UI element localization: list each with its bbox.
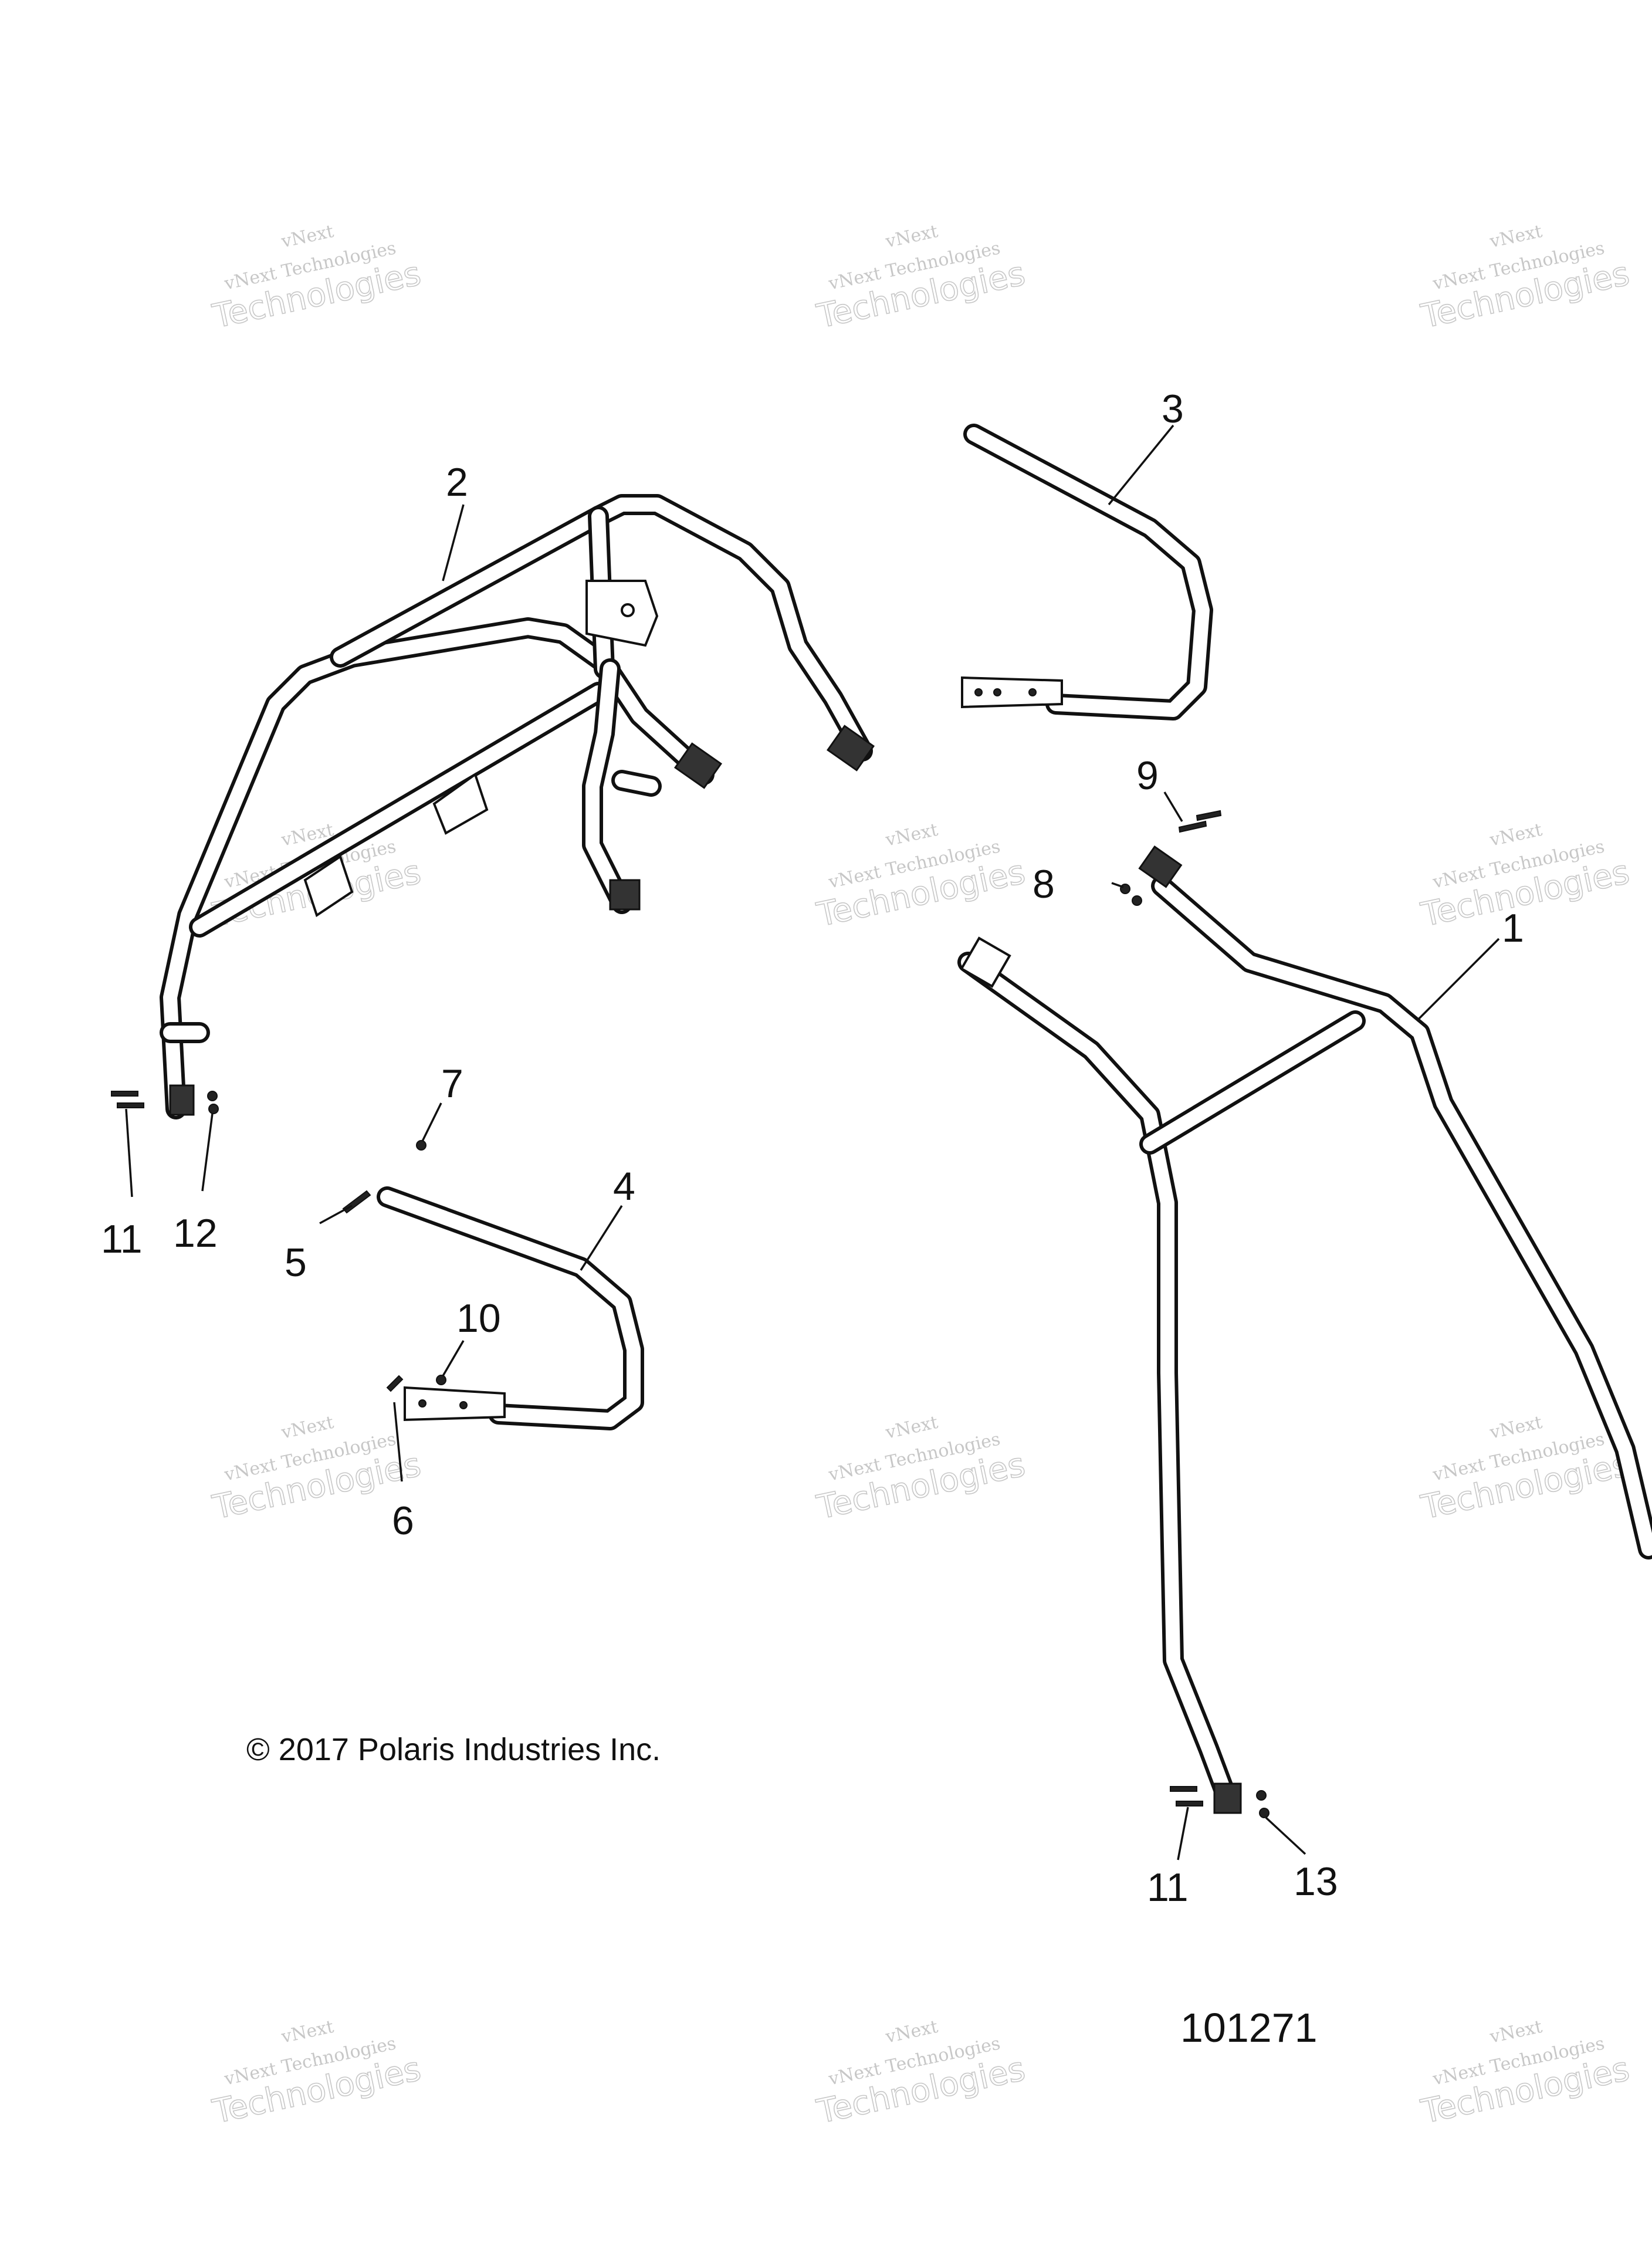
- watermark: vNext vNext Technologies Technologies: [813, 221, 1029, 337]
- callout-4: 4: [613, 1164, 635, 1209]
- watermark: vNext vNext Technologies Technologies: [1417, 1412, 1633, 1528]
- watermark: vNext vNext Technologies Technologies: [1417, 2017, 1633, 2132]
- copyright-notice: © 2017 Polaris Industries Inc.: [246, 1732, 661, 1767]
- svg-text:vNext: vNext: [1488, 2017, 1544, 2048]
- callout-2: 2: [446, 460, 468, 505]
- callout-11: 11: [101, 1217, 143, 1261]
- callout-8: 8: [1032, 862, 1055, 906]
- watermark: vNext vNext Technologies Technologies: [209, 221, 425, 337]
- svg-text:vNext: vNext: [279, 1412, 336, 1443]
- svg-text:vNext: vNext: [279, 2017, 336, 2048]
- part-1-rear-cage: [957, 845, 1652, 1814]
- svg-text:vNext: vNext: [883, 221, 940, 252]
- svg-text:vNext: vNext: [279, 221, 336, 252]
- callout-1: 1: [1502, 906, 1524, 950]
- watermark: vNext vNext Technologies Technologies: [813, 820, 1029, 935]
- watermark: vNext vNext Technologies Technologies: [209, 1412, 425, 1528]
- callout-labels: 1 2 3 4 5 6 7 8 9 10 11 12 11 13: [101, 387, 1524, 1910]
- watermark: vNext vNext Technologies Technologies: [813, 1412, 1029, 1528]
- callout-6: 6: [392, 1498, 414, 1543]
- callout-3: 3: [1162, 387, 1184, 431]
- callout-5: 5: [285, 1240, 307, 1285]
- part-3-side-bar: [961, 424, 1213, 720]
- callout-11: 11: [1147, 1865, 1189, 1910]
- callout-12: 12: [173, 1211, 218, 1256]
- callout-9: 9: [1136, 753, 1159, 798]
- svg-text:vNext: vNext: [883, 1412, 940, 1443]
- svg-text:vNext: vNext: [1488, 820, 1544, 851]
- callout-7: 7: [441, 1061, 463, 1106]
- figure-id: 101271: [1180, 2005, 1318, 2051]
- hardware: [111, 810, 1270, 1818]
- svg-text:vNext: vNext: [1488, 221, 1544, 252]
- part-4-side-bar: [377, 1186, 644, 1430]
- callout-10: 10: [456, 1296, 501, 1341]
- svg-text:vNext: vNext: [883, 2017, 940, 2048]
- svg-text:vNext: vNext: [1488, 1412, 1544, 1443]
- callout-13: 13: [1294, 1859, 1338, 1904]
- leader-lines: [125, 424, 1500, 1860]
- part-2-front-cage: [160, 494, 875, 1119]
- watermark: vNext vNext Technologies Technologies: [209, 2017, 425, 2132]
- watermark: vNext vNext Technologies Technologies: [1417, 221, 1633, 337]
- watermarks: vNext vNext Technologies Technologies vN…: [209, 221, 1633, 2132]
- svg-text:vNext: vNext: [883, 820, 940, 851]
- watermark: vNext vNext Technologies Technologies: [813, 2017, 1029, 2132]
